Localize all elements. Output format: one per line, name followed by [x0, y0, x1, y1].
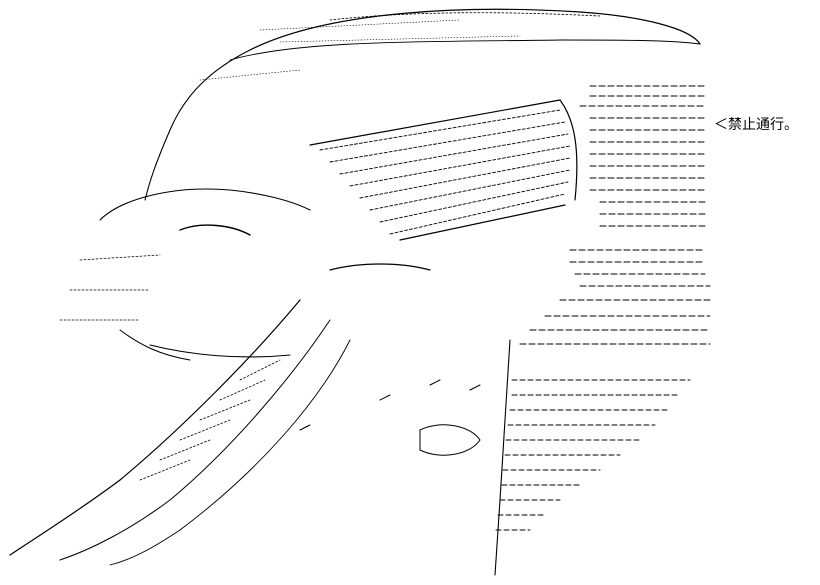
- eye-right: [329, 263, 431, 271]
- sleeve-hatch: [139, 359, 281, 481]
- hood-dots: [199, 19, 521, 81]
- chin-line: [119, 329, 191, 361]
- eye-left: [179, 224, 251, 236]
- face-lines: [59, 254, 161, 321]
- hood-top-curve: [249, 8, 701, 51]
- mouth-line: [149, 344, 291, 358]
- stripes-lower-right: [519, 249, 711, 345]
- hand-detail: [419, 424, 481, 456]
- band-outline: [309, 99, 578, 241]
- coat-stripes: [495, 379, 691, 531]
- hood-top-inner: [329, 12, 601, 21]
- hatch-band: [319, 109, 571, 235]
- hood-left-slope: [144, 49, 251, 201]
- hood-brim: [229, 39, 701, 61]
- sleeve-outer: [9, 299, 301, 556]
- speech-caption: ＜禁止通行。: [714, 117, 798, 133]
- stripes-right: [579, 85, 706, 227]
- small-marks: [299, 379, 481, 431]
- sleeve-inner: [59, 319, 331, 561]
- left-cheek: [99, 188, 311, 221]
- coat-edge: [494, 339, 511, 576]
- sleeve-curve-2: [109, 339, 351, 566]
